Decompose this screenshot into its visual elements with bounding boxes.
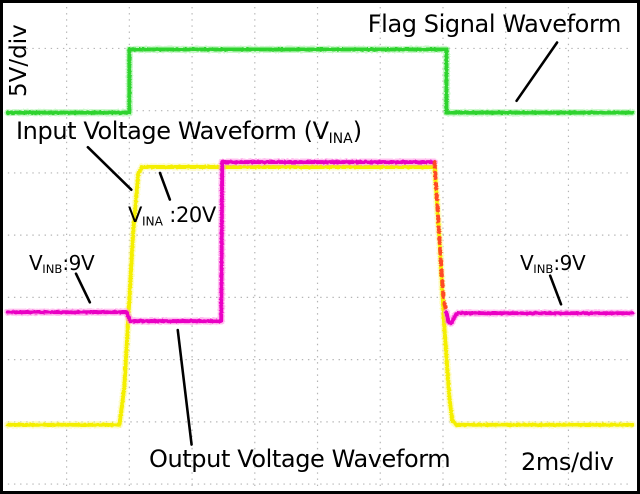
input-voltage-label-pre: Input Voltage Waveform (V (16, 117, 329, 145)
vina-value-pointer (158, 171, 172, 201)
vinb-left-pointer (74, 272, 92, 304)
vinb-right-sub: INB (533, 262, 554, 277)
vina-value-sub: INA (141, 214, 163, 229)
output-pointer (176, 328, 193, 446)
input-voltage-label-sub: INA (328, 130, 353, 147)
annotation-pointer-lines (74, 41, 563, 446)
vinb-left-sub: INB (42, 262, 63, 277)
vina-value-pre: V (128, 203, 142, 227)
waveform-traces (4, 45, 636, 429)
vinb-value-label-right: VINB:9V (520, 251, 586, 277)
vinb-left-post: :9V (62, 251, 95, 275)
flag-pointer (515, 41, 559, 103)
flag-signal-label: Flag Signal Waveform (367, 10, 622, 38)
flag-signal-glow (4, 45, 636, 117)
output-right-trace (444, 310, 635, 326)
vina-value-label: VINA :20V (128, 204, 216, 228)
time-per-div-label: 2ms/div (521, 448, 614, 476)
graticule-grid (7, 6, 633, 488)
input-voltage-label: Input Voltage Waveform (VINA) (16, 117, 362, 147)
input-pointer (86, 145, 133, 191)
vina-input-trace (5, 165, 635, 427)
vinb-left-pre: V (29, 251, 43, 275)
output-main-trace (5, 160, 437, 324)
vinb-right-pointer (548, 274, 563, 306)
vinb-right-post: :9V (553, 251, 586, 275)
waveform-plot (4, 6, 636, 488)
volts-per-div-label: 5V/div (6, 24, 32, 97)
output-voltage-label: Output Voltage Waveform (149, 445, 451, 473)
output-fall-overlap-trace (432, 160, 449, 315)
vinb-right-pre: V (520, 251, 534, 275)
vina-value-post: :20V (163, 203, 216, 227)
vina-input-glow (4, 163, 636, 429)
input-voltage-label-post: ) (352, 117, 362, 145)
flag-signal-trace (5, 47, 635, 115)
vinb-value-label-left: VINB:9V (29, 251, 95, 277)
